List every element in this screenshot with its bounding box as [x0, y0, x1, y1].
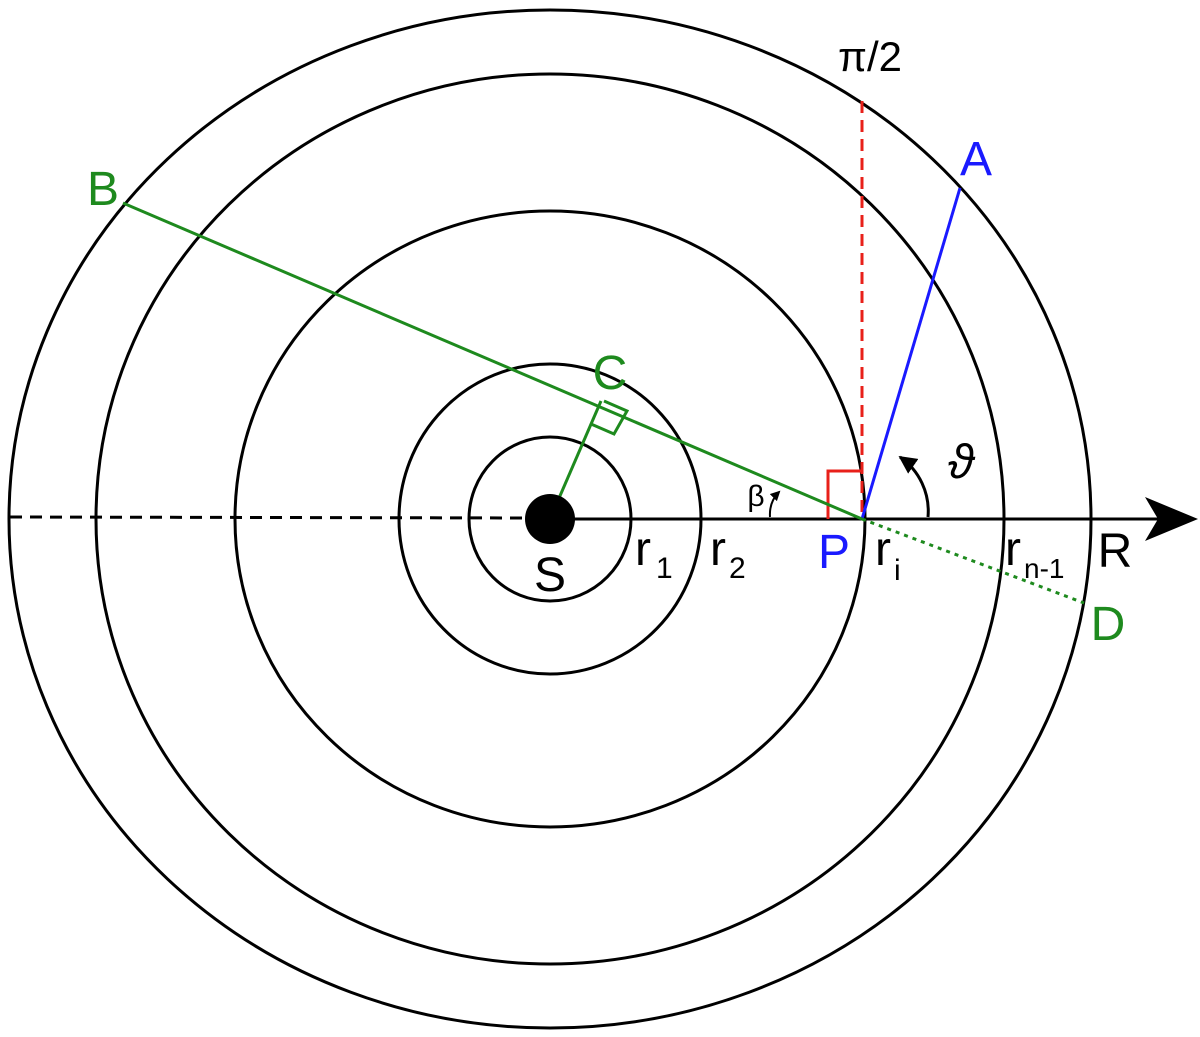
- svg-text:2: 2: [729, 552, 746, 585]
- label-S: S: [534, 549, 566, 602]
- label-r1: r 1: [635, 523, 673, 585]
- svg-text:r: r: [710, 523, 726, 576]
- label-P: P: [818, 526, 850, 579]
- svg-text:r: r: [875, 523, 891, 576]
- label-R: R: [1098, 525, 1133, 578]
- label-pi-half: π/2: [838, 33, 902, 80]
- theta-angle-arc: [898, 455, 930, 518]
- svg-text:r: r: [1005, 523, 1021, 576]
- label-theta: ϑ: [948, 436, 976, 489]
- label-ri: r i: [875, 523, 901, 587]
- label-A: A: [960, 133, 992, 186]
- svg-text:n-1: n-1: [1024, 553, 1064, 584]
- label-B: B: [87, 163, 119, 216]
- axis-arrowhead: [1145, 497, 1198, 541]
- label-D: D: [1091, 598, 1126, 651]
- axis-dashed-left: [9, 515, 531, 520]
- label-r2: r 2: [710, 523, 746, 585]
- beta-angle-arc: [768, 490, 781, 518]
- label-C: C: [593, 347, 628, 400]
- chord-B-P: [122, 201, 863, 521]
- svg-text:i: i: [894, 554, 901, 587]
- ray-P-A: [860, 187, 962, 520]
- right-angle-marker-green: [590, 399, 630, 436]
- svg-text:r: r: [635, 523, 651, 576]
- label-beta: β: [747, 480, 764, 513]
- center-point-S: [525, 494, 575, 544]
- label-r-n-1: r n-1: [1005, 523, 1064, 584]
- chord-extension-P-D: [861, 517, 1085, 605]
- svg-text:1: 1: [656, 552, 673, 585]
